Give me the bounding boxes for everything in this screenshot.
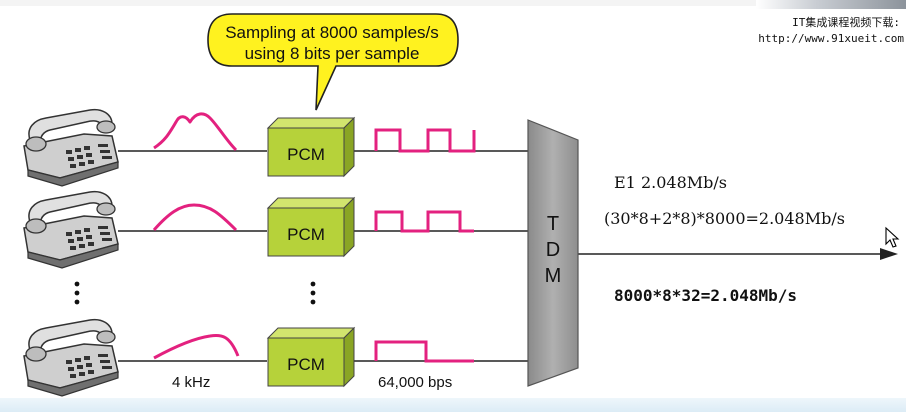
tdm-letter-d: D [546,239,560,261]
analog-signal-2 [152,203,238,232]
telephone-icon [23,190,119,269]
output-arrowhead [880,248,898,260]
callout-line-1: Sampling at 8000 samples/s [225,23,439,42]
telephone-icon [23,108,119,187]
digital-signal-1 [374,128,476,153]
tdm-letter-t: T [547,213,559,235]
tdm-letter-m: M [545,265,562,287]
ellipsis-dots-middle [310,281,316,305]
digital-rate-label: 64,000 bps [378,374,452,391]
analog-signals [152,112,240,360]
tdm-multiplexer [527,119,579,387]
pcm-label: PCM [287,355,325,374]
ellipsis-dots-left [74,281,80,305]
mouse-cursor-icon [885,226,900,248]
analog-signal-3 [153,333,240,360]
pcm-label: PCM [287,145,325,164]
analog-bandwidth-label: 4 kHz [172,374,210,391]
e1-formula-1: (30*8+2*8)*8000=2.048Mb/s [604,209,845,228]
watermark-url: http://www.91xueit.com [758,32,904,45]
e1-rate-text: E1 2.048Mb/s [614,173,727,192]
watermark: IT集成课程视频下载: http://www.91xueit.com [756,0,906,52]
digital-signal-3 [374,340,474,363]
watermark-line-1: IT集成课程视频下载: [792,16,900,29]
telephone-icon [23,318,119,397]
pcm-label: PCM [287,225,325,244]
analog-signal-1 [153,112,238,152]
signal-lines [118,150,882,362]
digital-signal-2 [374,210,474,233]
callout-line-2: using 8 bits per sample [245,44,420,63]
digital-signals [374,128,476,363]
e1-formula-2: 8000*8*32=2.048Mb/s [614,286,797,305]
sampling-callout [207,13,459,111]
window-top-strip [0,0,906,6]
slide-bottom-band [0,398,906,412]
presenter-video-thumbnail [756,0,906,9]
